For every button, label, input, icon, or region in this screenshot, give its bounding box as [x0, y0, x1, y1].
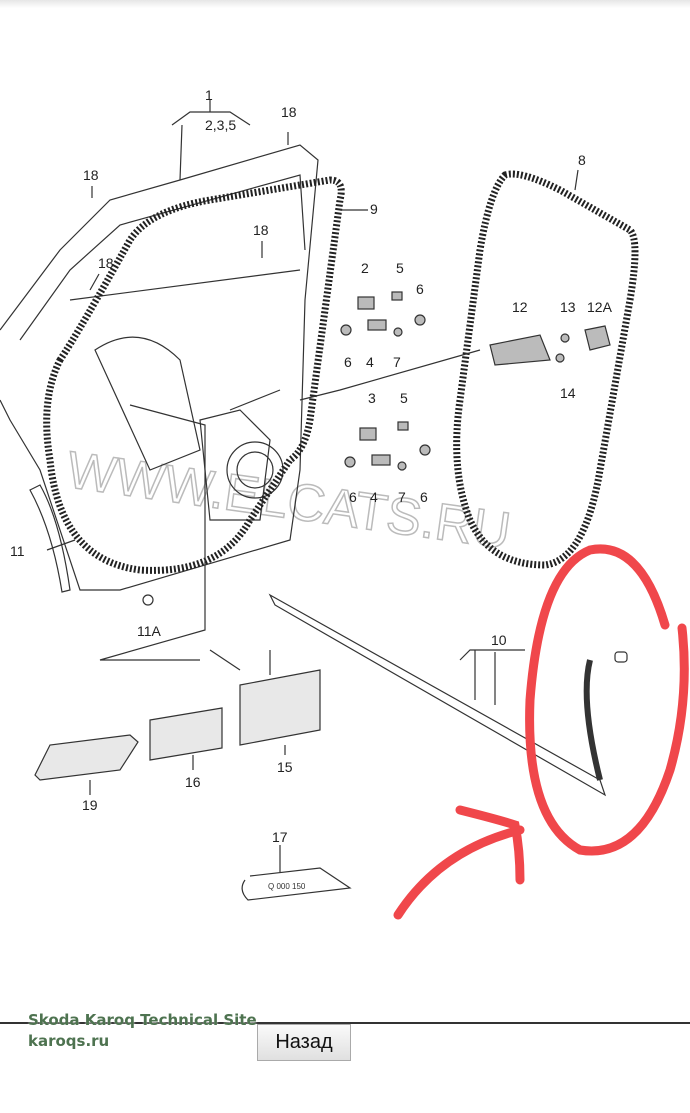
svg-text:7: 7: [393, 354, 401, 370]
svg-text:4: 4: [366, 354, 374, 370]
site-info: Skoda Karoq Technical Site karoqs.ru: [28, 1010, 257, 1052]
svg-text:11: 11: [10, 543, 25, 559]
footer-divider: [0, 1022, 690, 1024]
svg-text:2: 2: [361, 260, 369, 276]
svg-text:5: 5: [396, 260, 404, 276]
svg-text:7: 7: [398, 489, 406, 505]
body-seal-8: [453, 170, 639, 569]
watermark: WWW.ELCATS.RU: [63, 440, 515, 561]
svg-text:3: 3: [368, 390, 376, 406]
leader-lines: [46, 100, 579, 872]
svg-text:2,3,5: 2,3,5: [205, 117, 236, 133]
red-circle: [525, 544, 689, 856]
svg-text:6: 6: [416, 281, 424, 297]
hinge-parts: [340, 291, 611, 471]
svg-text:Q 000 150: Q 000 150: [268, 882, 306, 891]
svg-text:15: 15: [277, 759, 293, 775]
door-seal-9: [43, 176, 345, 574]
red-arrow: [393, 805, 525, 920]
svg-text:11A: 11A: [137, 623, 162, 639]
callout-labels: 1 2,3,5 18 18 18 18 9 8 2 5 6 6 4 7 3 5 …: [10, 87, 613, 845]
door-frame: [0, 144, 319, 591]
trim-strip-10: [268, 593, 628, 797]
svg-text:14: 14: [560, 385, 576, 401]
svg-text:17: 17: [272, 829, 288, 845]
pads: Q 000 150: [34, 669, 352, 901]
svg-text:5: 5: [400, 390, 408, 406]
svg-text:18: 18: [98, 255, 114, 271]
svg-text:4: 4: [370, 489, 378, 505]
trim-11: [29, 484, 154, 606]
red-annotation: [393, 544, 689, 920]
svg-text:18: 18: [253, 222, 269, 238]
svg-text:10: 10: [491, 632, 507, 648]
svg-text:6: 6: [344, 354, 352, 370]
svg-text:16: 16: [185, 774, 201, 790]
svg-text:8: 8: [578, 152, 586, 168]
back-button[interactable]: Назад: [257, 1024, 351, 1061]
svg-text:12A: 12A: [587, 299, 613, 315]
svg-text:19: 19: [82, 797, 98, 813]
door-parts-diagram: WWW.ELCATS.RU Q 000 150 1 2,3,5 18 18 18…: [0, 87, 689, 920]
svg-text:18: 18: [83, 167, 99, 183]
svg-text:18: 18: [281, 104, 297, 120]
svg-text:9: 9: [370, 201, 378, 217]
site-title[interactable]: Skoda Karoq Technical Site: [28, 1011, 257, 1029]
top-shadow: [0, 0, 690, 8]
svg-text:6: 6: [349, 489, 357, 505]
svg-text:WWW.ELCATS.RU: WWW.ELCATS.RU: [63, 441, 514, 561]
site-url[interactable]: karoqs.ru: [28, 1032, 110, 1050]
svg-text:13: 13: [560, 299, 576, 315]
svg-text:6: 6: [420, 489, 428, 505]
svg-text:1: 1: [205, 87, 213, 103]
svg-text:12: 12: [512, 299, 528, 315]
